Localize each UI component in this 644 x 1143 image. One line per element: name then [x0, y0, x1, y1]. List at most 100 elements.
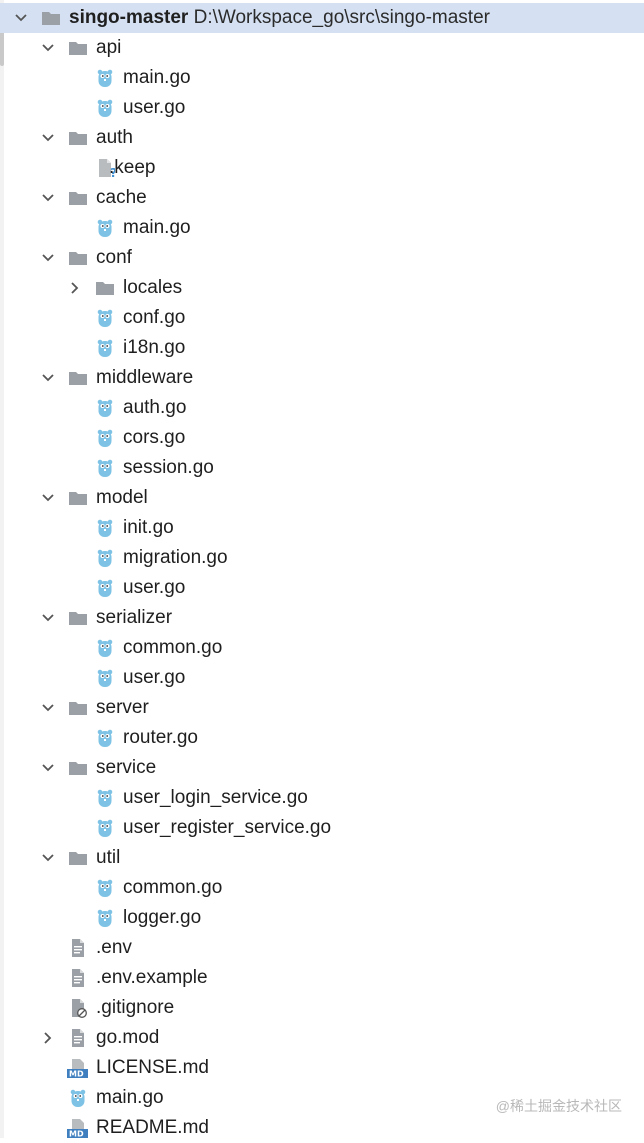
chevron-down-icon[interactable] — [38, 753, 58, 783]
tree-file[interactable]: user.go — [0, 93, 644, 123]
tree-folder[interactable]: server — [0, 693, 644, 723]
mod-file-icon — [68, 1028, 88, 1048]
tree-file[interactable]: migration.go — [0, 543, 644, 573]
tree-folder[interactable]: util — [0, 843, 644, 873]
tree-item-label: user.go — [123, 667, 186, 688]
tree-file[interactable]: router.go — [0, 723, 644, 753]
gopher-icon — [95, 788, 115, 808]
tree-item-label: .keep — [109, 157, 156, 178]
tree-file[interactable]: session.go — [0, 453, 644, 483]
tree-folder[interactable]: serializer — [0, 603, 644, 633]
tree-file[interactable]: user_register_service.go — [0, 813, 644, 843]
tree-file[interactable]: common.go — [0, 633, 644, 663]
tree-item-label: conf.go — [123, 307, 186, 328]
tree-file[interactable]: ?.keep — [0, 153, 644, 183]
tree-item-label: logger.go — [123, 907, 202, 928]
folder-icon — [68, 248, 88, 268]
gopher-icon — [95, 98, 115, 118]
tree-item-label: cache — [96, 187, 147, 208]
folder-icon — [68, 368, 88, 388]
tree-file[interactable]: .gitignore — [0, 993, 644, 1023]
tree-file[interactable]: user.go — [0, 663, 644, 693]
root-label: singo-master D:\Workspace_go\src\singo-m… — [69, 3, 490, 33]
gopher-icon — [95, 518, 115, 538]
gopher-icon — [95, 428, 115, 448]
tree-file[interactable]: common.go — [0, 873, 644, 903]
tree-file[interactable]: main.go — [0, 63, 644, 93]
tree-folder[interactable]: api — [0, 33, 644, 63]
folder-icon — [41, 8, 61, 28]
chevron-down-icon[interactable] — [38, 603, 58, 633]
markdown-icon: MD — [67, 1118, 88, 1139]
tree-folder[interactable]: cache — [0, 183, 644, 213]
tree-file[interactable]: init.go — [0, 513, 644, 543]
tree-item-label: user.go — [123, 97, 186, 118]
gopher-icon — [95, 818, 115, 838]
tree-item-label: auth.go — [123, 397, 187, 418]
folder-icon — [68, 488, 88, 508]
chevron-down-icon[interactable] — [38, 243, 58, 273]
tree-item-label: common.go — [123, 637, 223, 658]
gopher-icon — [95, 548, 115, 568]
folder-icon — [68, 128, 88, 148]
tree-file[interactable]: go.mod — [0, 1023, 644, 1053]
tree-file[interactable]: user.go — [0, 573, 644, 603]
chevron-right-icon[interactable] — [38, 1023, 58, 1053]
tree-item-label: main.go — [123, 67, 191, 88]
gopher-icon — [95, 908, 115, 928]
tree-item-label: cors.go — [123, 427, 186, 448]
tree-root[interactable]: singo-master D:\Workspace_go\src\singo-m… — [0, 3, 644, 33]
gopher-icon — [95, 458, 115, 478]
gopher-icon — [95, 638, 115, 658]
tree-folder[interactable]: service — [0, 753, 644, 783]
tree-item-label: README.md — [96, 1117, 209, 1138]
tree-file[interactable]: MD LICENSE.md — [0, 1053, 644, 1083]
folder-icon — [68, 38, 88, 58]
tree-file[interactable]: .env.example — [0, 963, 644, 993]
unknown-file-icon: ? — [95, 158, 117, 180]
chevron-down-icon[interactable] — [38, 33, 58, 63]
chevron-right-icon[interactable] — [65, 273, 85, 303]
tree-item-label: user_login_service.go — [123, 787, 308, 808]
tree-item-label: serializer — [96, 607, 173, 628]
tree-file[interactable]: user_login_service.go — [0, 783, 644, 813]
tree-folder[interactable]: conf — [0, 243, 644, 273]
chevron-down-icon[interactable] — [38, 843, 58, 873]
gopher-icon — [95, 398, 115, 418]
chevron-down-icon[interactable] — [38, 363, 58, 393]
chevron-down-icon[interactable] — [38, 123, 58, 153]
folder-icon — [68, 698, 88, 718]
tree-folder[interactable]: locales — [0, 273, 644, 303]
folder-icon — [68, 848, 88, 868]
tree-file[interactable]: auth.go — [0, 393, 644, 423]
tree-item-label: session.go — [123, 457, 214, 478]
tree-file[interactable]: cors.go — [0, 423, 644, 453]
chevron-down-icon[interactable] — [11, 3, 31, 33]
tree-item-label: LICENSE.md — [96, 1057, 209, 1078]
gopher-icon — [95, 338, 115, 358]
scrollbar-track[interactable] — [0, 0, 4, 1138]
tree-item-label: .env.example — [96, 967, 208, 988]
text-file-icon — [68, 938, 88, 958]
tree-file[interactable]: main.go — [0, 213, 644, 243]
tree-file[interactable]: conf.go — [0, 303, 644, 333]
tree-file[interactable]: main.go — [0, 1083, 644, 1113]
tree-file[interactable]: .env — [0, 933, 644, 963]
folder-icon — [68, 188, 88, 208]
tree-item-label: locales — [123, 277, 183, 298]
tree-folder[interactable]: auth — [0, 123, 644, 153]
tree-item-label: .env — [96, 937, 132, 958]
tree-file[interactable]: i18n.go — [0, 333, 644, 363]
svg-text:MD: MD — [69, 1070, 84, 1079]
chevron-down-icon[interactable] — [38, 183, 58, 213]
tree-item-label: util — [96, 847, 121, 868]
tree-file[interactable]: logger.go — [0, 903, 644, 933]
scrollbar-thumb[interactable] — [0, 6, 4, 66]
chevron-down-icon[interactable] — [38, 693, 58, 723]
tree-folder[interactable]: model — [0, 483, 644, 513]
tree-file[interactable]: MD README.md — [0, 1113, 644, 1143]
gitignore-file-icon — [68, 998, 88, 1018]
tree-folder[interactable]: middleware — [0, 363, 644, 393]
chevron-down-icon[interactable] — [38, 483, 58, 513]
